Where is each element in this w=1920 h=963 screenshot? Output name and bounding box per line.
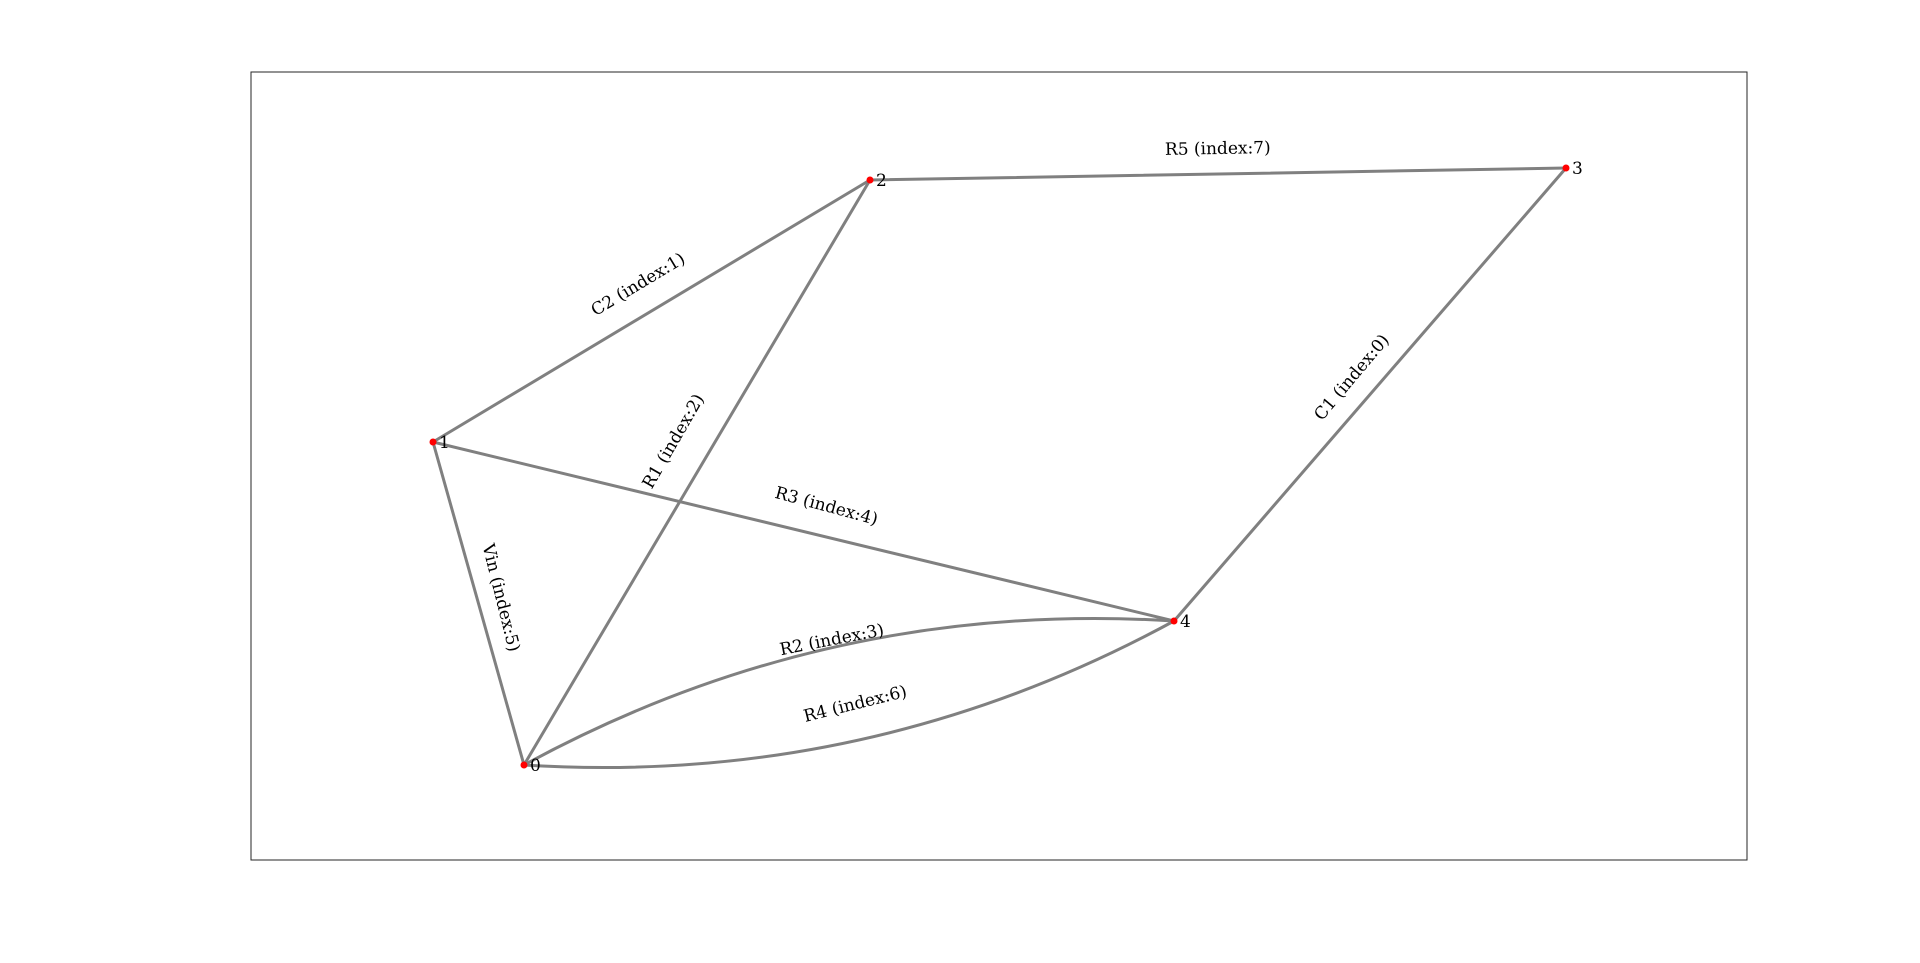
edge-label: C2 (index:1) bbox=[588, 249, 689, 321]
edge-2-3-7 bbox=[868, 166, 1568, 182]
edge-1-2-1 bbox=[431, 178, 872, 444]
edge-1-4-4 bbox=[431, 440, 1176, 623]
node-label: 2 bbox=[876, 171, 887, 191]
node-0 bbox=[520, 761, 528, 769]
node-label: 3 bbox=[1572, 159, 1583, 179]
nodes-layer: 0 1 2 3 4 bbox=[429, 159, 1583, 776]
node-2 bbox=[866, 176, 874, 184]
edge-labels-layer: C1 (index:0) C2 (index:1) R1 (index:2) R2 (… bbox=[477, 138, 1393, 727]
edge-label: R1 (index:2) bbox=[639, 391, 709, 493]
edge-3-4-0 bbox=[1172, 166, 1568, 623]
edge-label: R2 (index:3) bbox=[778, 620, 886, 660]
edge-1-0-5 bbox=[431, 440, 526, 767]
node-4 bbox=[1170, 617, 1178, 625]
edge-0-2-2 bbox=[522, 178, 872, 767]
edge-label: R3 (index:4) bbox=[773, 483, 880, 530]
edge-0-4-6 bbox=[522, 619, 1176, 770]
node-1 bbox=[429, 438, 437, 446]
node-3 bbox=[1562, 164, 1570, 172]
edge-label: R5 (index:7) bbox=[1165, 138, 1271, 160]
node-label: 1 bbox=[439, 433, 450, 453]
plot-frame bbox=[250, 71, 1748, 861]
edge-label: C1 (index:0) bbox=[1310, 331, 1393, 425]
edge-label: Vin (index:5) bbox=[477, 541, 523, 654]
edge-label: R4 (index:6) bbox=[802, 682, 909, 727]
edges-layer bbox=[431, 166, 1568, 770]
node-label: 4 bbox=[1180, 612, 1191, 632]
node-label: 0 bbox=[530, 756, 541, 776]
edge-0-4-3 bbox=[522, 616, 1176, 767]
